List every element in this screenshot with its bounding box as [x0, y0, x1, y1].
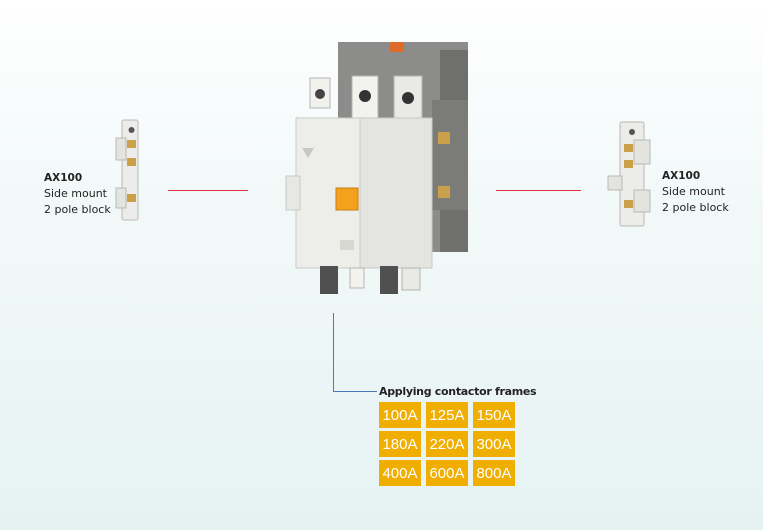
frames-title: Applying contactor frames: [379, 385, 537, 398]
frame-rating-badge: 125A: [426, 402, 468, 428]
left-connector-line: [168, 190, 248, 191]
left-product-label: AX100 Side mount 2 pole block: [44, 170, 111, 218]
right-label-line1: Side mount: [662, 185, 725, 198]
right-label-title: AX100: [662, 170, 701, 182]
left-label-title: AX100: [44, 172, 83, 184]
frames-callout-vertical: [333, 313, 334, 391]
frame-rating-badge: 800A: [473, 460, 515, 486]
right-connector-line: [496, 190, 581, 191]
left-label-line2: 2 pole block: [44, 203, 111, 216]
left-label-line1: Side mount: [44, 187, 107, 200]
right-label-line2: 2 pole block: [662, 201, 729, 214]
contactor-image: [285, 42, 468, 294]
frames-callout-horizontal: [333, 391, 377, 392]
frame-rating-badge: 100A: [379, 402, 421, 428]
frames-grid: 100A 125A 150A 180A 220A 300A 400A 600A …: [379, 402, 515, 486]
right-product-label: AX100 Side mount 2 pole block: [662, 168, 729, 216]
frame-rating-badge: 300A: [473, 431, 515, 457]
frame-rating-badge: 400A: [379, 460, 421, 486]
frame-rating-badge: 150A: [473, 402, 515, 428]
right-auxiliary-block-image: [607, 121, 651, 227]
frame-rating-badge: 180A: [379, 431, 421, 457]
left-auxiliary-block-image: [115, 119, 139, 221]
frame-rating-badge: 220A: [426, 431, 468, 457]
frame-rating-badge: 600A: [426, 460, 468, 486]
